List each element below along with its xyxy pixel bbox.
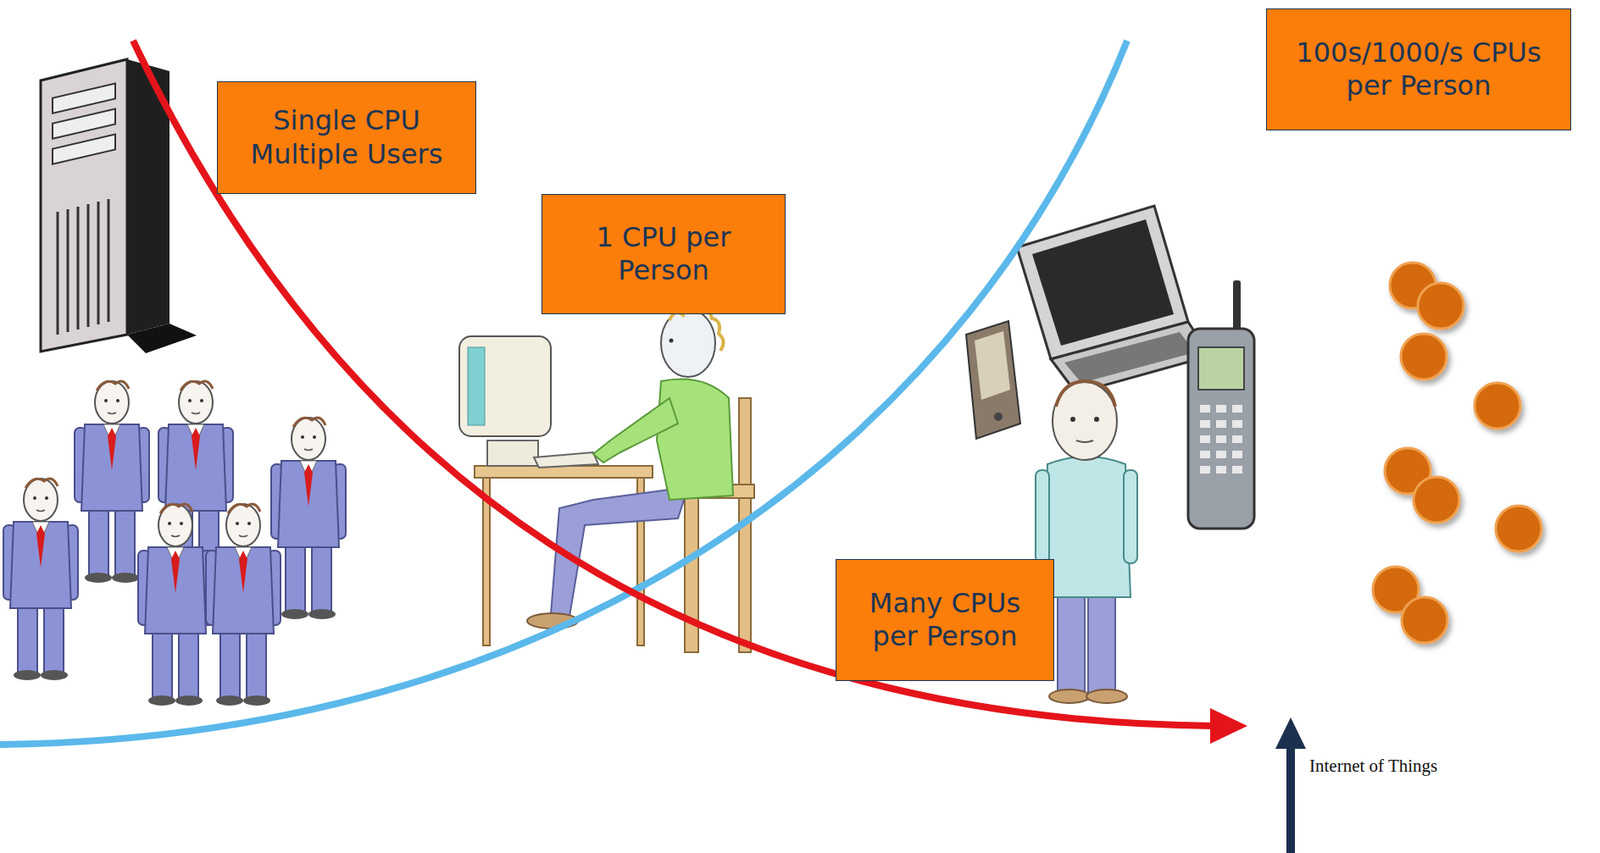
mobile-phone-part — [1200, 435, 1211, 444]
mobile-phone — [1188, 280, 1255, 529]
server-tower-part — [107, 199, 111, 323]
cpu-era-box: 100s/1000/s CPUs per Person — [1266, 8, 1572, 131]
mobile-phone-part — [1232, 450, 1243, 459]
pda-part — [994, 412, 1003, 422]
mobile-user-part — [1088, 593, 1116, 694]
desk-user-part — [656, 379, 734, 501]
mobile-user-part — [1057, 593, 1085, 694]
desk-user-part — [487, 440, 539, 467]
iot-devices-part — [1474, 383, 1521, 429]
iot-devices-part — [1401, 597, 1448, 644]
cpu-era-box: Single CPU Multiple Users — [216, 81, 477, 195]
mobile-user-part — [1055, 381, 1116, 407]
desk-user-part — [474, 466, 653, 478]
mainframe-decline-curve-part — [1210, 708, 1248, 745]
desk-user-part — [669, 308, 724, 351]
box-text: 100s/1000/s CPUs per Person — [1278, 36, 1559, 103]
desk-user-part — [533, 452, 599, 468]
laptop-part — [1064, 332, 1195, 384]
desk-user-part — [467, 347, 485, 426]
business-users-part — [74, 381, 150, 584]
server-tower-part — [56, 211, 60, 335]
mobile-user-part — [1086, 689, 1128, 704]
mobile-phone-part — [1232, 435, 1243, 444]
mobile-phone-part — [1200, 450, 1211, 459]
desk-user-part — [459, 336, 551, 437]
cpu-era-box: 1 CPU per Person — [541, 194, 786, 315]
mobile-phone-part — [1200, 420, 1211, 428]
mobile-phone-part — [1232, 466, 1243, 474]
business-users-part — [138, 504, 213, 706]
business-users — [3, 381, 346, 706]
business-users-part — [271, 417, 346, 620]
business-users-part — [205, 504, 281, 706]
server-tower-part — [52, 109, 116, 139]
mobile-user-part — [1123, 470, 1138, 564]
mobile-phone-part — [1216, 435, 1227, 444]
iot-marker-arrow — [1275, 717, 1306, 853]
pda — [966, 321, 1021, 439]
era-label: Internet of Things — [1309, 755, 1438, 778]
mobile-user-part — [1052, 382, 1117, 461]
mobile-user-part — [1035, 470, 1050, 564]
server-tower-part — [66, 209, 70, 333]
mobile-phone-part — [1216, 466, 1227, 474]
desk-user — [459, 308, 755, 653]
server-tower-part — [97, 201, 100, 325]
pda-part — [974, 331, 1011, 400]
iot-devices-part — [1495, 505, 1542, 552]
mobile-user-part — [1049, 689, 1090, 704]
pda-part — [966, 321, 1021, 439]
mainframe-decline-curve — [133, 40, 1248, 745]
server-tower-part — [52, 134, 116, 165]
iot-devices-part — [1417, 283, 1464, 329]
mobile-phone-part — [1198, 347, 1245, 390]
mobile-phone-part — [1232, 420, 1243, 428]
cpu-era-box: Many CPUs per Person — [835, 559, 1055, 682]
pc-growth-curve — [0, 40, 1128, 745]
box-text: 1 CPU per Person — [554, 221, 773, 288]
iot-devices-part — [1400, 333, 1447, 380]
iot-marker-arrow-part — [1275, 717, 1306, 750]
mobile-user-part — [1070, 416, 1076, 423]
mobile-phone-part — [1200, 405, 1211, 413]
mobile-user-part — [1094, 416, 1100, 423]
mobile-user-part — [1076, 440, 1094, 443]
laptop — [1016, 205, 1211, 394]
box-text: Many CPUs per Person — [848, 587, 1042, 654]
server-tower-part — [87, 204, 90, 328]
box-text: Single CPU Multiple Users — [229, 104, 464, 171]
server-tower-part — [52, 83, 116, 114]
mobile-phone-part — [1233, 280, 1241, 335]
mobile-phone-part — [1200, 466, 1211, 474]
server-tower-part — [40, 59, 128, 352]
mobile-phone-part — [1216, 420, 1227, 428]
iot-devices — [1372, 262, 1542, 644]
iot-marker-arrow-part — [1286, 744, 1295, 853]
desk-user-part — [593, 398, 678, 463]
mobile-phone-part — [1188, 328, 1255, 529]
desk-user-part — [669, 338, 674, 344]
iot-devices-part — [1413, 477, 1460, 523]
mainframe-decline-curve-part — [133, 40, 1214, 727]
mobile-user-part — [1044, 456, 1131, 598]
mobile-phone-part — [1216, 405, 1227, 413]
mobile-phone-part — [1216, 450, 1227, 459]
mobile-phone-part — [1232, 405, 1243, 413]
server-tower-part — [77, 206, 80, 330]
laptop-part — [1032, 219, 1174, 346]
server-tower — [40, 59, 197, 354]
business-users-part — [3, 478, 78, 681]
